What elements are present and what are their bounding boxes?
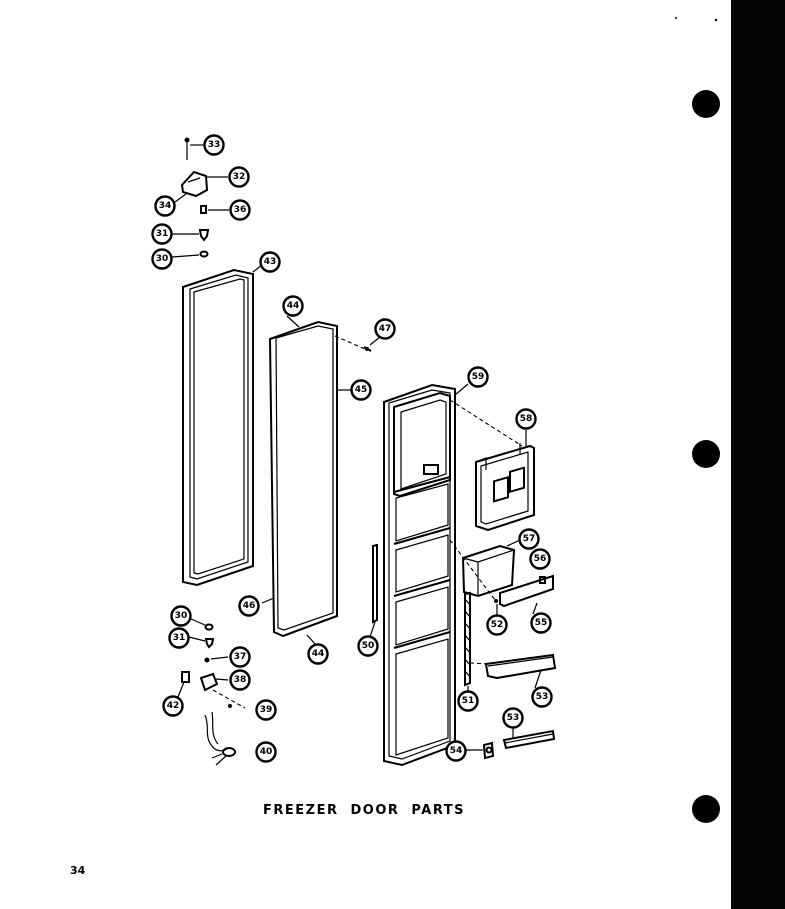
callout-45: 45	[350, 379, 372, 401]
callout-34: 34	[154, 195, 176, 217]
callout-30-top: 30	[151, 248, 173, 270]
bottom-trim-and-clip	[465, 728, 556, 760]
svg-text:59: 59	[472, 372, 485, 382]
dispenser-housing	[475, 430, 535, 532]
diagram-caption: FREEZER DOOR PARTS	[263, 803, 465, 818]
svg-text:58: 58	[520, 414, 533, 424]
inner-door-panel	[261, 315, 381, 646]
callout-46: 46	[238, 595, 260, 617]
callout-37: 37	[229, 646, 251, 668]
callout-50: 50	[357, 635, 379, 657]
svg-text:31: 31	[156, 229, 169, 239]
callout-32: 32	[228, 166, 250, 188]
callout-58: 58	[515, 408, 537, 430]
svg-text:54: 54	[450, 746, 463, 756]
svg-text:47: 47	[379, 324, 392, 334]
punch-hole-middle	[692, 440, 720, 468]
callout-44-top: 44	[282, 295, 304, 317]
callout-33: 33	[203, 134, 225, 156]
callout-44-bottom: 44	[307, 643, 329, 665]
top-hinge-assembly	[171, 137, 229, 258]
svg-text:52: 52	[491, 620, 504, 630]
punch-hole-top	[692, 90, 720, 118]
callout-43: 43	[259, 251, 281, 273]
callout-42: 42	[162, 695, 184, 717]
callout-54: 54	[445, 740, 467, 762]
svg-text:33: 33	[208, 140, 221, 150]
callout-38: 38	[229, 669, 251, 691]
bottom-hinge-assembly	[177, 618, 246, 766]
page-number: 34	[70, 864, 86, 877]
callout-59: 59	[467, 366, 489, 388]
callout-39: 39	[255, 699, 277, 721]
svg-text:39: 39	[260, 705, 273, 715]
callout-31-bottom: 31	[168, 627, 190, 649]
callout-57: 57	[518, 528, 540, 550]
ice-bucket	[461, 539, 521, 598]
outer-door	[383, 383, 523, 767]
callout-53-lower: 53	[502, 707, 524, 729]
svg-text:57: 57	[523, 534, 536, 544]
svg-text:53: 53	[536, 692, 549, 702]
svg-text:36: 36	[234, 205, 247, 215]
upper-trim-bar	[499, 574, 554, 615]
callout-47: 47	[374, 318, 396, 340]
svg-text:45: 45	[355, 385, 368, 395]
svg-text:51: 51	[462, 696, 475, 706]
svg-text:32: 32	[233, 172, 246, 182]
svg-text:46: 46	[243, 601, 256, 611]
callout-31-top: 31	[151, 223, 173, 245]
callout-56: 56	[529, 548, 551, 570]
callout-30-bottom: 30	[170, 605, 192, 627]
svg-text:50: 50	[362, 641, 375, 651]
svg-text:37: 37	[234, 652, 247, 662]
callout-52: 52	[486, 614, 508, 636]
punch-hole-bottom	[692, 795, 720, 823]
svg-text:44: 44	[312, 649, 325, 659]
callout-40: 40	[255, 741, 277, 763]
callout-55: 55	[530, 612, 552, 634]
callout-53-upper: 53	[531, 686, 553, 708]
callout-51: 51	[457, 690, 479, 712]
side-rails	[369, 543, 498, 692]
svg-text:53: 53	[507, 713, 520, 723]
svg-text:31: 31	[173, 633, 186, 643]
svg-text:30: 30	[175, 611, 188, 621]
svg-text:40: 40	[260, 747, 273, 757]
svg-text:44: 44	[287, 301, 300, 311]
callout-36: 36	[229, 199, 251, 221]
svg-text:55: 55	[535, 618, 548, 628]
svg-text:43: 43	[264, 257, 277, 267]
lower-trim-bar	[469, 653, 557, 689]
svg-text:30: 30	[156, 254, 169, 264]
svg-text:42: 42	[167, 701, 180, 711]
door-gasket	[182, 264, 263, 587]
svg-text:34: 34	[159, 201, 172, 211]
svg-text:56: 56	[534, 554, 547, 564]
svg-text:38: 38	[234, 675, 247, 685]
binding-strip	[731, 0, 785, 909]
